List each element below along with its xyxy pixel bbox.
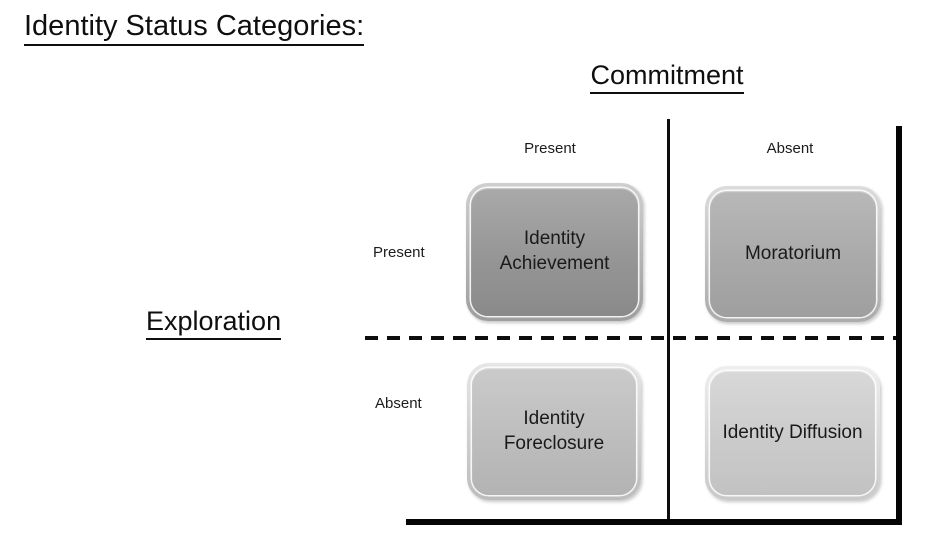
row-axis-title: Exploration — [146, 306, 356, 340]
column-axis-title-text: Commitment — [590, 60, 744, 94]
row-divider-dashed-line — [365, 336, 896, 340]
quadrant-surface: Moratorium — [710, 191, 876, 317]
page-title-text: Identity Status Categories: — [24, 10, 365, 46]
quadrant-identity-diffusion: Identity Diffusion — [705, 366, 880, 500]
quadrant-identity-foreclosure: Identity Foreclosure — [467, 363, 641, 500]
quadrant-identity-achievement: Identity Achievement — [466, 183, 643, 321]
row-axis-title-text: Exploration — [146, 306, 282, 340]
column-header-absent: Absent — [766, 140, 814, 157]
quadrant-surface: Identity Diffusion — [710, 371, 875, 495]
column-axis-title: Commitment — [517, 60, 817, 94]
row-header-present: Present — [373, 244, 425, 261]
quadrant-label: Identity Achievement — [499, 228, 610, 274]
bottom-border-line — [406, 519, 902, 525]
column-divider-line — [667, 119, 670, 523]
right-border-line — [896, 126, 902, 523]
quadrant-surface: Identity Foreclosure — [472, 368, 636, 495]
page-title: Identity Status Categories: — [24, 10, 365, 46]
row-header-absent: Absent — [375, 395, 422, 412]
quadrant-label: Moratorium — [744, 242, 842, 264]
quadrant-label: Identity Diffusion — [722, 421, 863, 443]
quadrant-label: Identity Foreclosure — [503, 407, 605, 454]
quadrant-surface: Identity Achievement — [471, 188, 638, 316]
column-header-present: Present — [524, 140, 576, 157]
quadrant-moratorium: Moratorium — [705, 186, 881, 322]
